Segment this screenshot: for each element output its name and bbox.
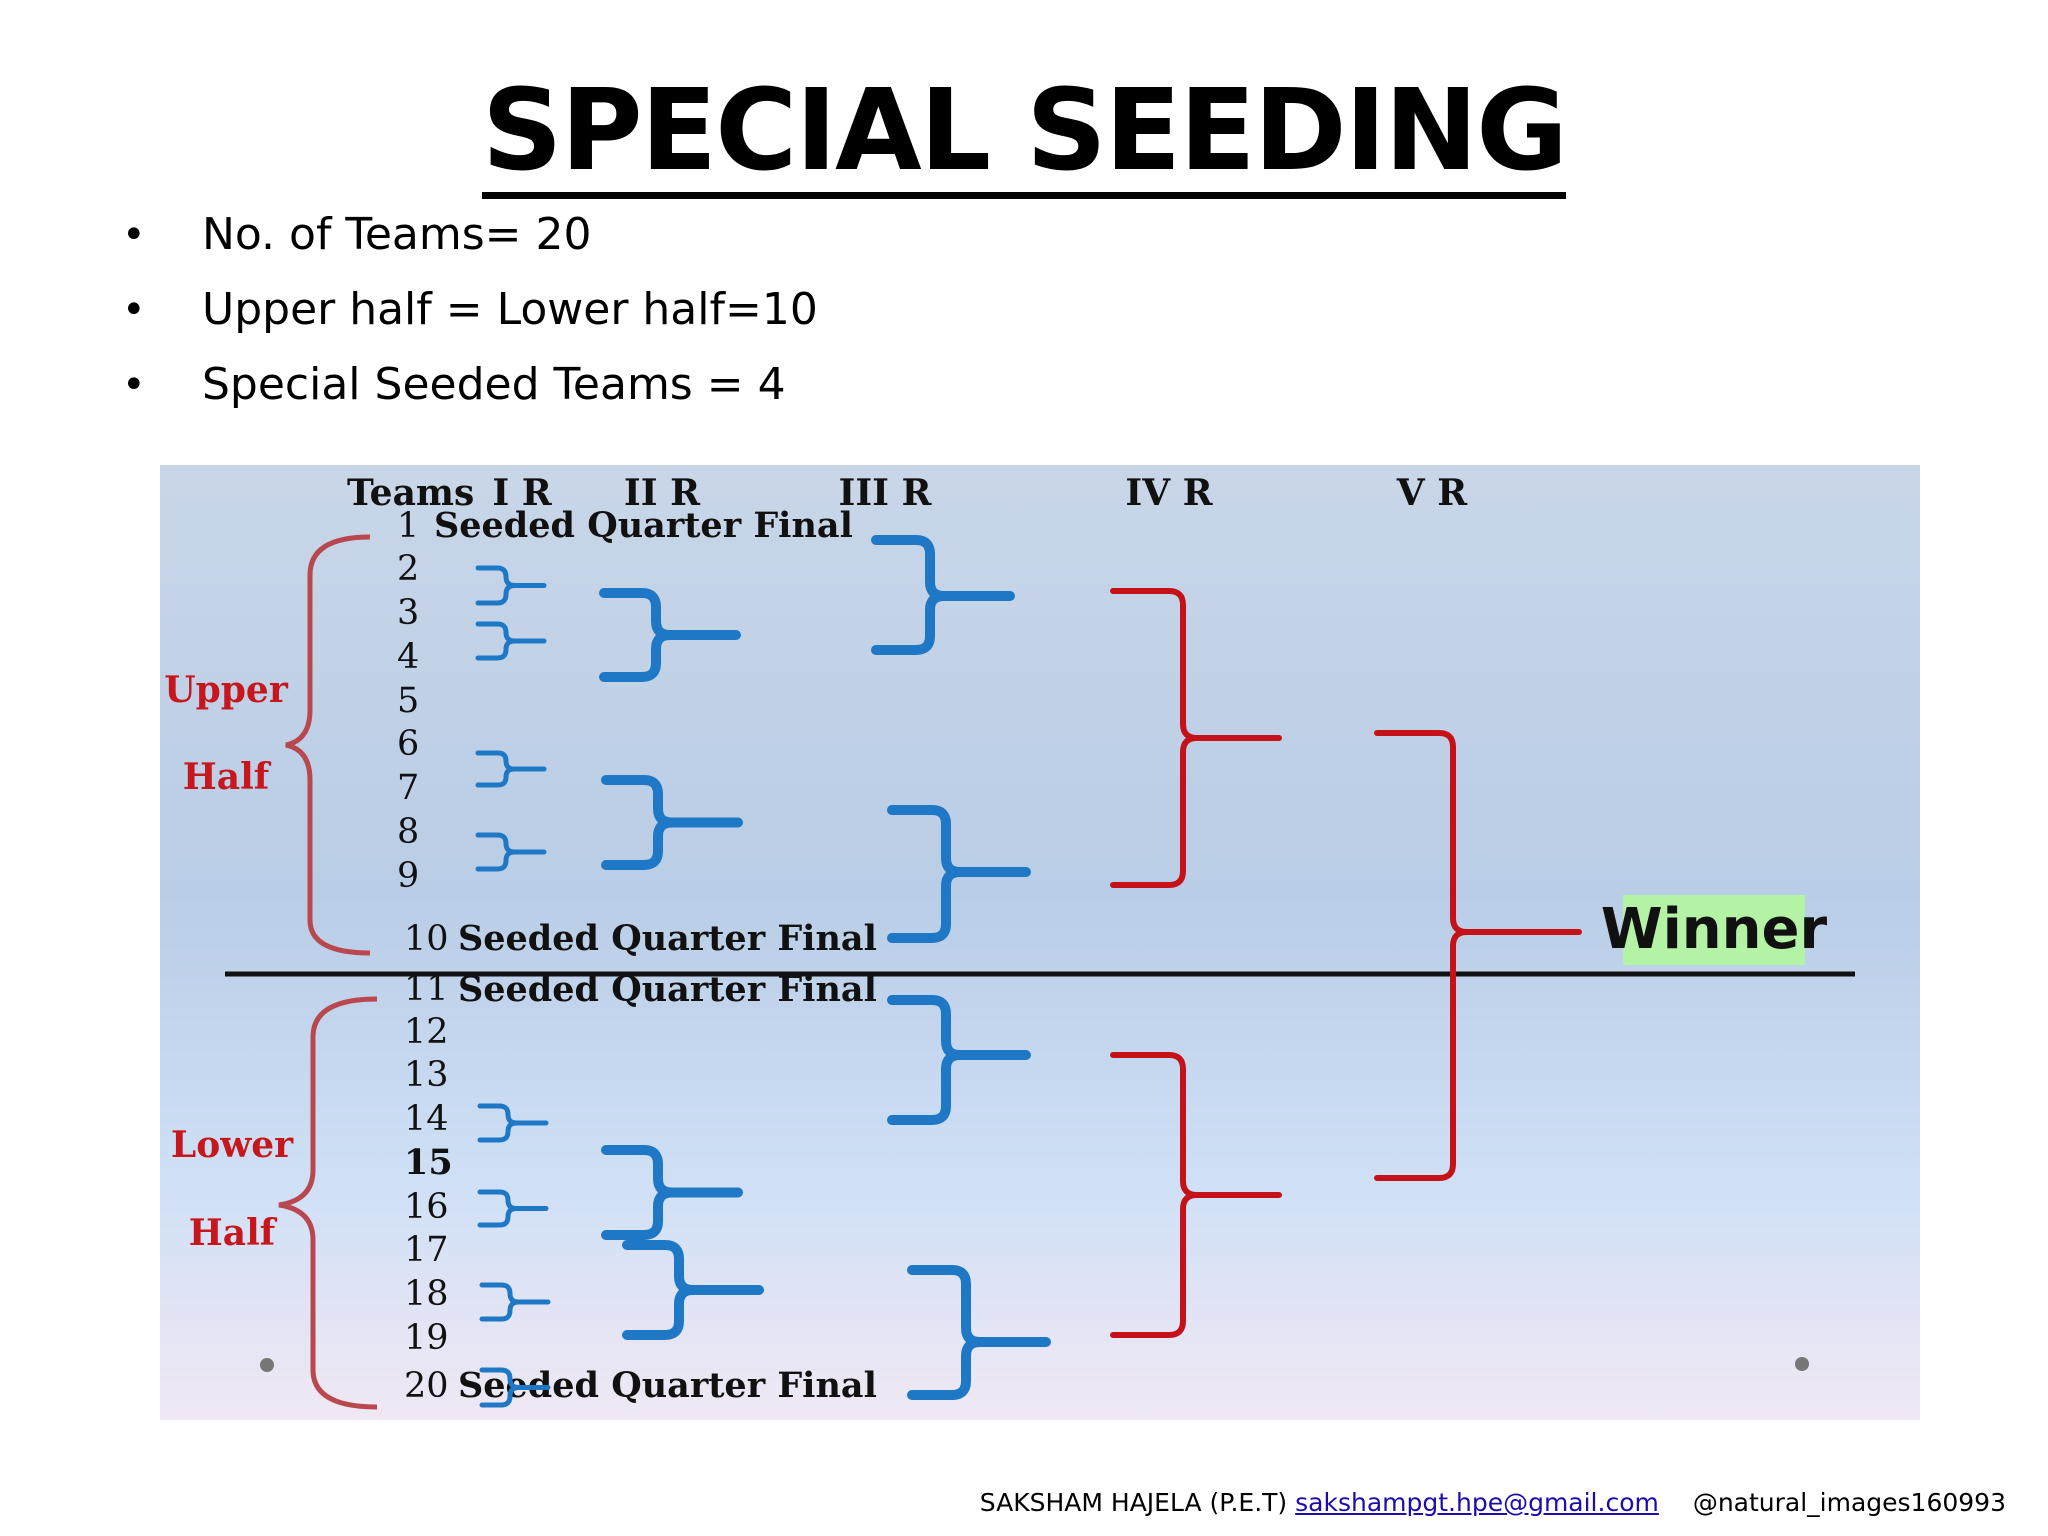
round3-bracket [871,535,1015,655]
round1-bracket [477,1189,549,1228]
team-number-19: 19 [404,1318,449,1358]
bullet-text: Upper half = Lower half=10 [202,284,818,335]
decor-dot-right [1795,1357,1809,1371]
lower-half-brace [278,996,378,1410]
team-number-6: 6 [397,724,419,764]
team-number-10: 10 [404,919,449,959]
team-number-1: 1 [397,506,419,546]
tournament-bracket: Teams I R II R III R IV R V R Upper Half… [160,465,1920,1420]
round5-bracket [1374,730,1582,1181]
round2-bracket [601,1145,743,1240]
team-number-8: 8 [397,812,419,852]
bullet-icon: • [122,362,146,408]
winner-label: Winner [1601,897,1828,962]
footer-email-link[interactable]: sakshampgt.hpe@gmail.com [1295,1488,1659,1517]
round4-bracket [1110,1052,1282,1338]
header-teams: Teams [347,472,474,514]
round1-bracket [475,621,547,661]
round1-bracket [479,1282,551,1322]
team-number-16: 16 [404,1187,449,1227]
header-round-4: IV R [1125,472,1213,514]
bullet-text: Special Seeded Teams = 4 [202,359,786,410]
bullet-text: No. of Teams= 20 [202,209,592,260]
half-braces [278,534,378,1410]
team-number-7: 7 [397,768,419,808]
upper-half-label-2: Half [183,756,272,798]
round1-bracket [475,750,547,788]
team-number-5: 5 [397,681,419,721]
upper-half-label-1: Upper [164,669,289,711]
round1-bracket [475,565,547,606]
round2-bracket [601,775,743,870]
team-number-15: 15 [404,1142,453,1183]
decor-dot-left [260,1358,274,1372]
round1-bracket [479,1367,551,1408]
winner-box [1623,895,1805,965]
upper-half-brace [285,534,371,956]
footer-handle: @natural_images160993 [1692,1488,2006,1517]
round2-bracket [622,1240,764,1340]
team-number-18: 18 [404,1274,449,1314]
seeded-label-10: Seeded Quarter Final [458,918,877,959]
round1-bracket [477,1103,549,1143]
round1-bracket [475,832,547,872]
team-number-2: 2 [397,549,419,589]
round3-bracket [907,1265,1051,1400]
page-title: SPECIAL SEEDING [481,70,1568,199]
bullet-item: • Upper half = Lower half=10 [122,280,818,355]
header-round-2: II R [624,472,701,514]
round2-bracket [599,588,741,682]
seeded-label-1: Seeded Quarter Final [434,505,853,546]
lower-half-label-1: Lower [171,1124,294,1166]
bullet-icon: • [122,212,146,258]
round4-bracket [1110,588,1282,888]
footer: SAKSHAM HAJELA (P.E.T) sakshampgt.hpe@gm… [980,1488,2006,1517]
team-number-20: 20 [404,1366,449,1406]
title-wrap: SPECIAL SEEDING [0,70,2048,199]
lower-half-label-2: Half [189,1212,278,1254]
bullet-icon: • [122,287,146,333]
bullet-list: • No. of Teams= 20 • Upper half = Lower ha… [122,205,818,430]
team-number-9: 9 [397,856,419,896]
header-round-1: I R [492,472,552,514]
header-round-3: III R [839,472,933,514]
bullet-item: • No. of Teams= 20 [122,205,818,280]
team-number-12: 12 [404,1012,449,1052]
team-number-14: 14 [404,1099,449,1139]
footer-author: SAKSHAM HAJELA (P.E.T) [979,1488,1288,1517]
round3-bracket [887,995,1031,1125]
bullet-item: • Special Seeded Teams = 4 [122,355,818,430]
team-number-13: 13 [404,1055,449,1095]
header-round-5: V R [1396,472,1468,514]
round3-bracket [887,805,1031,943]
team-number-3: 3 [397,593,419,633]
team-number-4: 4 [397,637,419,677]
team-number-17: 17 [404,1230,449,1270]
